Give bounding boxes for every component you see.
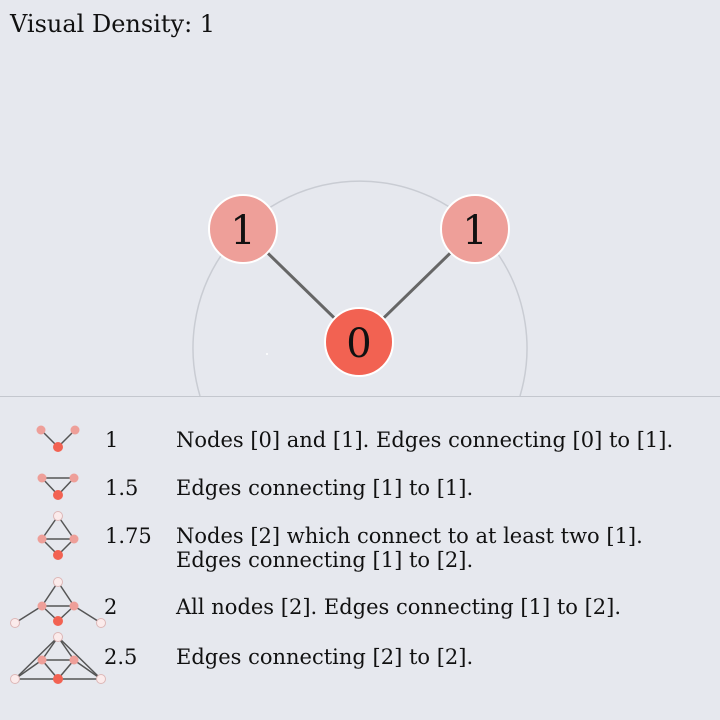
legend-row-density-2-5: 2.5 Edges connecting [2] to [2]. (0, 628, 720, 688)
divider (0, 396, 720, 397)
legend-row-density-1: 1 Nodes [0] and [1]. Edges connecting [0… (0, 424, 720, 460)
legend-row-density-1-5: 1.5 Edges connecting [1] to [1]. (0, 472, 720, 508)
legend-row-density-1-75: 1.75 Nodes [2] which connect to at least… (0, 508, 720, 572)
node-circle (324, 307, 394, 377)
legend-value: 2 (104, 595, 118, 619)
node-label: 1 (230, 208, 255, 254)
legend-value: 1 (105, 428, 119, 452)
legend-line: Nodes [0] and [1]. Edges connecting [0] … (176, 428, 674, 452)
density-1-icon (36, 425, 80, 452)
legend-value: 2.5 (104, 645, 138, 669)
orbit-center-dot (266, 353, 268, 355)
network-graph: 1 1 0 (192, 180, 528, 396)
legend-description: Nodes [2] which connect to at least two … (176, 524, 643, 572)
graph-node-right[interactable]: 1 (440, 194, 510, 264)
legend-line: Edges connecting [1] to [2]. (176, 548, 474, 572)
page-title: Visual Density: 1 (10, 10, 216, 38)
legend-line: Nodes [2] which connect to at least two … (176, 524, 643, 548)
node-circle (440, 194, 510, 264)
legend-description: Edges connecting [1] to [1]. (176, 476, 473, 500)
legend-description: Edges connecting [2] to [2]. (176, 645, 473, 669)
density-1-5-icon (37, 473, 79, 500)
density-2-5-icon (10, 632, 106, 684)
graph-node-left[interactable]: 1 (208, 194, 278, 264)
legend-value: 1.5 (105, 476, 139, 500)
legend-line: Edges connecting [1] to [1]. (176, 476, 474, 500)
node-label: 0 (346, 321, 371, 367)
node-circle (208, 194, 278, 264)
legend-description: Nodes [0] and [1]. Edges connecting [0] … (176, 428, 673, 452)
orbit-ring (192, 180, 528, 396)
graph-node-center[interactable]: 0 (324, 307, 394, 377)
legend-row-density-2: 2 All nodes [2]. Edges connecting [1] to… (0, 574, 720, 630)
legend-value: 1.75 (105, 524, 152, 548)
density-2-icon (10, 577, 106, 628)
legend-description: All nodes [2]. Edges connecting [1] to [… (176, 595, 621, 619)
legend-line: All nodes [2]. Edges connecting [1] to [… (176, 595, 621, 619)
legend-line: Edges connecting [2] to [2]. (176, 645, 474, 669)
density-1-75-icon (37, 511, 79, 560)
node-label: 1 (462, 208, 487, 254)
